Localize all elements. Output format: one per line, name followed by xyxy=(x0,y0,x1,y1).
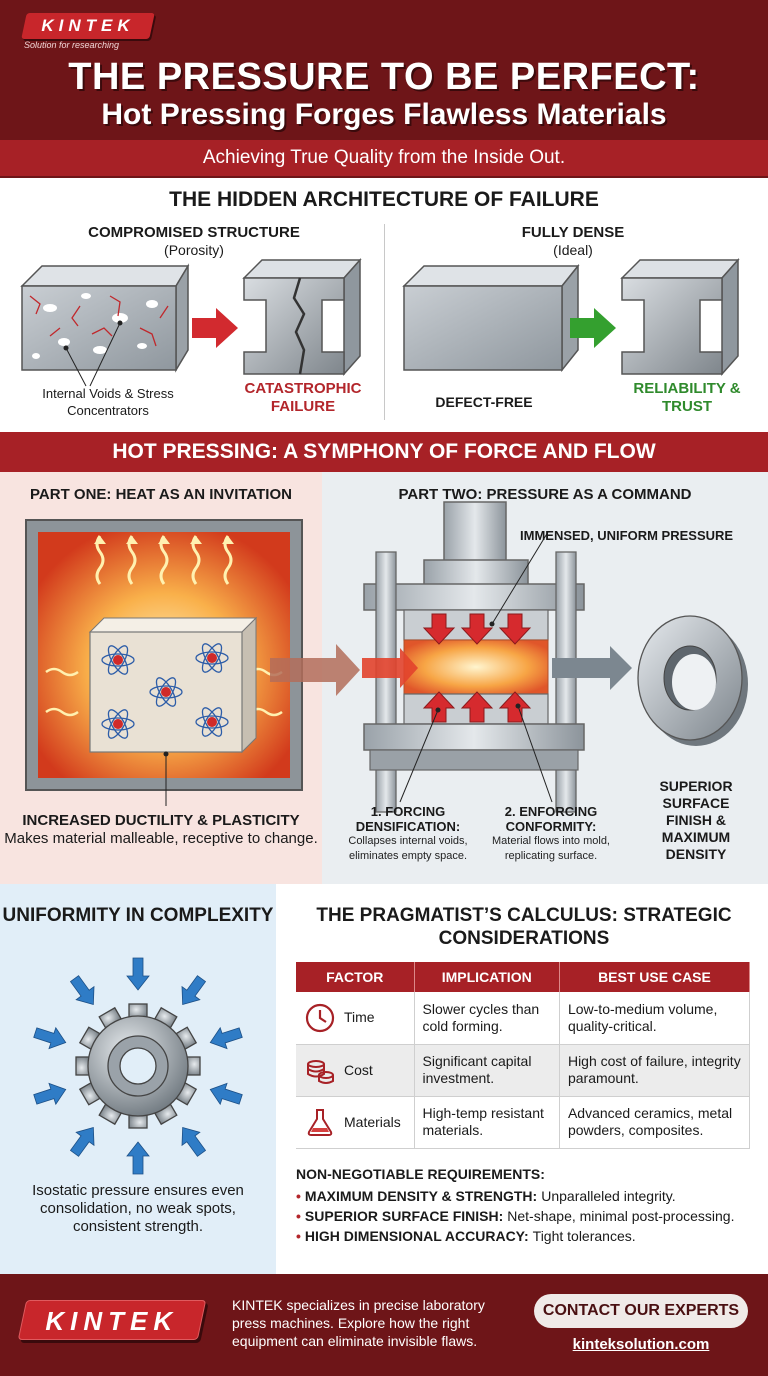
requirements-title: NON-NEGOTIABLE REQUIREMENTS: xyxy=(296,1166,545,1182)
blue-arrows-icon xyxy=(33,957,243,1175)
calculus-title: THE PRAGMATIST’S CALCULUS: STRATEGIC CON… xyxy=(316,905,732,949)
compromised-subtitle: (Porosity) xyxy=(164,242,224,258)
transfer-arrow-icon xyxy=(270,644,360,696)
factor-label: Time xyxy=(344,1009,375,1026)
logo-text: KINTEK xyxy=(41,16,135,35)
output-arrow-icon xyxy=(552,646,632,690)
uniformity-caption: Isostatic pressure ensures even consolid… xyxy=(32,1182,244,1235)
use-case-cell: Advanced ceramics, metal powders, compos… xyxy=(559,1096,751,1149)
heat-input-arrow-icon xyxy=(362,648,418,688)
header-factor: FACTOR xyxy=(296,962,415,992)
requirement-text: Net-shape, minimal post-processing. xyxy=(507,1208,735,1224)
header-implication: IMPLICATION xyxy=(414,962,560,992)
part-one-title: PART ONE: HEAT AS AN INVITATION xyxy=(30,486,292,503)
green-arrow-icon xyxy=(570,308,616,348)
factor-cell: Time xyxy=(296,992,415,1045)
superior-finish-label: SUPERIOR SURFACE FINISH & MAXIMUM DENSIT… xyxy=(659,778,733,862)
forcing-text: Collapses internal voids, eliminates emp… xyxy=(348,835,468,862)
dense-title: FULLY DENSE xyxy=(521,224,625,241)
requirements-list: •MAXIMUM DENSITY & STRENGTH:Unparalleled… xyxy=(296,1186,734,1246)
footer-text: KINTEK specializes in precise laboratory… xyxy=(232,1297,485,1349)
list-item: •MAXIMUM DENSITY & STRENGTH:Unparalleled… xyxy=(296,1186,734,1206)
gear-icon xyxy=(75,1003,201,1129)
enforcing-title: 2. ENFORCING CONFORMITY: xyxy=(504,804,598,834)
enforcing-text: Material flows into mold, replicating su… xyxy=(492,835,610,862)
section-divider xyxy=(384,224,385,420)
requirement-label: SUPERIOR SURFACE FINISH: xyxy=(304,1208,504,1224)
table-row: Cost Significant capital investment. Hig… xyxy=(296,1044,751,1097)
requirement-text: Tight tolerances. xyxy=(532,1228,636,1244)
ductility-text: Makes material malleable, receptive to c… xyxy=(4,830,318,847)
requirement-label: HIGH DIMENSIONAL ACCURACY: xyxy=(304,1228,529,1244)
contact-experts-button[interactable]: CONTACT OUR EXPERTS xyxy=(534,1294,748,1328)
page-title-line2: Hot Pressing Forges Flawless Materials xyxy=(101,98,667,131)
table-row: Time Slower cycles than cold forming. Lo… xyxy=(296,992,751,1045)
implication-cell: Significant capital investment. xyxy=(414,1044,560,1097)
red-arrow-icon xyxy=(192,308,238,348)
dense-block-icon xyxy=(402,263,580,373)
failure-section: THE HIDDEN ARCHITECTURE OF FAILURE COMPR… xyxy=(0,178,768,432)
porous-block-icon xyxy=(20,263,190,387)
footer-logo-text: KINTEK xyxy=(45,1306,179,1336)
use-case-cell: High cost of failure, integrity paramoun… xyxy=(559,1044,751,1097)
part-two-title: PART TWO: PRESSURE AS A COMMAND xyxy=(398,486,692,503)
finished-ring-icon xyxy=(637,615,748,746)
failure-section-title: THE HIDDEN ARCHITECTURE OF FAILURE xyxy=(169,188,599,211)
flask-icon xyxy=(307,1109,333,1136)
cracked-beam-icon xyxy=(242,258,362,376)
coins-icon xyxy=(307,1060,334,1084)
process-section-title: HOT PRESSING: A SYMPHONY OF FORCE AND FL… xyxy=(0,432,768,472)
table-header-row: FACTOR IMPLICATION BEST USE CASE xyxy=(296,962,751,992)
furnace-icon xyxy=(25,519,303,791)
footer-logo[interactable]: KINTEK xyxy=(17,1300,207,1340)
requirement-label: MAXIMUM DENSITY & STRENGTH: xyxy=(304,1188,538,1204)
implication-cell: High-temp resistant materials. xyxy=(414,1096,560,1149)
factor-cell: Cost xyxy=(296,1044,415,1097)
dense-subtitle: (Ideal) xyxy=(553,242,593,258)
list-item: •HIGH DIMENSIONAL ACCURACY:Tight toleran… xyxy=(296,1226,734,1246)
table-row: Materials High-temp resistant materials.… xyxy=(296,1096,751,1149)
atom-icons xyxy=(101,643,229,739)
page-title-line1: THE PRESSURE TO BE PERFECT: xyxy=(68,56,700,98)
forcing-densification: 1. FORCING DENSIFICATION: Collapses inte… xyxy=(344,804,472,864)
intact-beam-icon xyxy=(620,258,740,376)
gear-pressure-illustration xyxy=(33,957,243,1175)
kintek-logo[interactable]: KINTEK xyxy=(21,13,155,39)
forcing-title: 1. FORCING DENSIFICATION: xyxy=(355,804,461,834)
factor-label: Materials xyxy=(344,1113,401,1130)
logo-tagline: Solution for researching xyxy=(24,40,120,50)
subtitle-bar: Achieving True Quality from the Inside O… xyxy=(0,140,768,176)
ductility-title: INCREASED DUCTILITY & PLASTICITY xyxy=(22,812,300,829)
hydraulic-press-icon xyxy=(363,501,585,813)
failure-illustration xyxy=(20,258,740,387)
reliability-label: RELIABILITY & TRUST xyxy=(633,380,741,415)
website-link[interactable]: kinteksolution.com xyxy=(572,1336,710,1353)
bullet-icon: • xyxy=(296,1228,301,1244)
catastrophic-failure-label: CATASTROPHIC FAILURE xyxy=(244,380,362,415)
enforcing-conformity: 2. ENFORCING CONFORMITY: Material flows … xyxy=(482,804,620,864)
list-item: •SUPERIOR SURFACE FINISH:Net-shape, mini… xyxy=(296,1206,734,1226)
implication-cell: Slower cycles than cold forming. xyxy=(414,992,560,1045)
voids-label: Internal Voids & Stress Concentrators xyxy=(42,386,174,418)
factor-cell: Materials xyxy=(296,1096,415,1149)
defect-free-label: DEFECT-FREE xyxy=(435,394,533,410)
hot-pressing-illustration xyxy=(25,501,748,813)
bullet-icon: • xyxy=(296,1208,301,1224)
factor-label: Cost xyxy=(344,1061,373,1078)
bullet-icon: • xyxy=(296,1188,301,1204)
header-use-case: BEST USE CASE xyxy=(559,962,751,992)
use-case-cell: Low-to-medium volume, quality-critical. xyxy=(559,992,751,1045)
requirement-text: Unparalleled integrity. xyxy=(541,1188,676,1204)
uniformity-title: UNIFORMITY IN COMPLEXITY xyxy=(2,905,274,926)
compromised-title: COMPROMISED STRUCTURE xyxy=(88,224,300,241)
considerations-table: FACTOR IMPLICATION BEST USE CASE Time Sl… xyxy=(296,962,751,1149)
pressure-arrows-icon xyxy=(422,613,532,723)
clock-icon xyxy=(305,1003,335,1032)
pressure-label: IMMENSED, UNIFORM PRESSURE xyxy=(520,528,734,543)
